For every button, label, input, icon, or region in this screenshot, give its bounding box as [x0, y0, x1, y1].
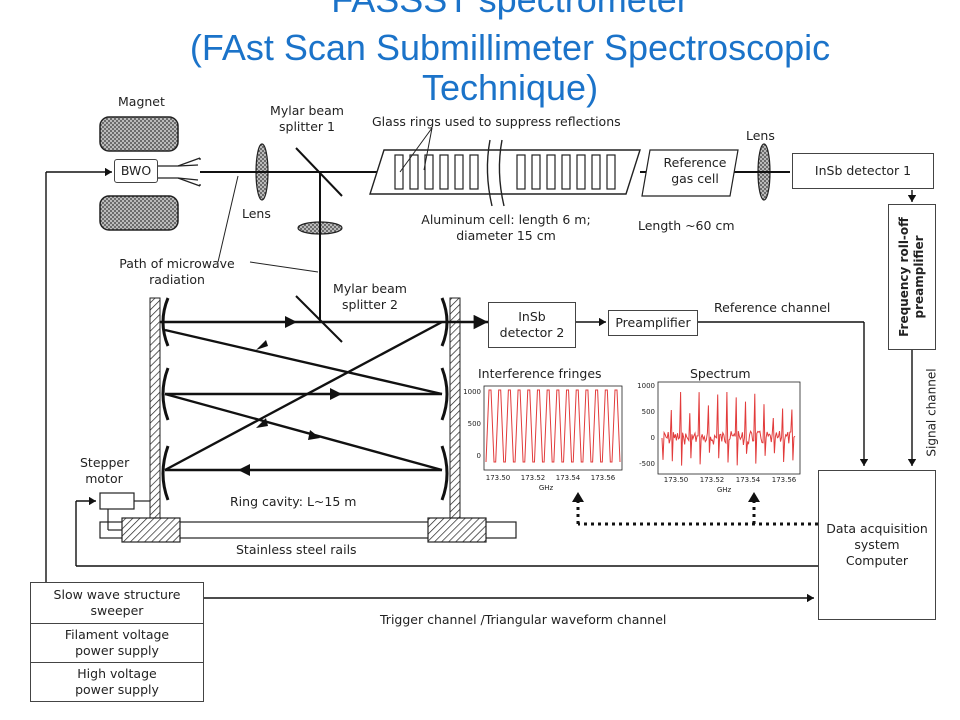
reference-channel-label: Reference channel [714, 300, 831, 315]
insb-detector-2: InSb detector 2 [488, 302, 576, 348]
fringes-x-tick: 173.50 [486, 474, 511, 482]
spectrum-x-unit: GHz [717, 486, 732, 494]
high-voltage-line1: High voltage [77, 666, 157, 681]
spectrum-y-tick: 1000 [637, 382, 655, 390]
spectrum-y-tick: -500 [639, 460, 655, 468]
title-line-3: Technique) [421, 67, 599, 108]
data-acquisition-box: Data acquisition system Computer [818, 470, 936, 620]
slow-wave-line2: sweeper [90, 603, 144, 618]
interference-fringes-label: Interference fringes [478, 366, 602, 381]
data-acquisition-line3: Computer [845, 553, 909, 568]
mylar-splitter-2-label: Mylar beam splitter 2 [330, 281, 410, 313]
preamplifier-box: Preamplifier [608, 310, 698, 336]
slow-wave-sweeper-box: Slow wave structure sweeper [30, 582, 204, 624]
frequency-rolloff-preamp-box: Frequency roll-off preamplifier [888, 204, 936, 350]
trigger-channel-label: Trigger channel /Triangular waveform cha… [380, 612, 667, 627]
data-acquisition-line2: system [854, 537, 900, 552]
filament-line1: Filament voltage [64, 627, 170, 642]
fringes-x-tick: 173.52 [521, 474, 546, 482]
cavity-wall-left [149, 297, 161, 521]
insb-detector-1: InSb detector 1 [792, 153, 934, 189]
high-voltage-box: High voltage power supply [30, 662, 204, 702]
insb-detector-2-line1: InSb [518, 309, 546, 324]
fringes-y-tick: 0 [477, 452, 481, 460]
aluminum-cell-line1: Aluminum cell: length 6 m; [421, 212, 591, 227]
aluminum-cell [369, 149, 641, 195]
spectrum-x-tick: 173.52 [700, 476, 725, 484]
signal-channel-label: Signal channel [924, 368, 939, 457]
mylar-splitter-2-line2: splitter 2 [342, 297, 398, 312]
frequency-rolloff-text: Frequency roll-off preamplifier [897, 217, 927, 337]
reference-gas-cell-line1: Reference [663, 155, 727, 170]
title-line-1: FASSST spectrometer [130, 0, 890, 20]
magnet-label: Magnet [118, 94, 165, 109]
fringes-x-unit: GHz [539, 484, 554, 492]
stepper-motor [99, 492, 135, 510]
stepper-motor-line1: Stepper [80, 455, 130, 470]
path-of-microwave-line2: radiation [149, 272, 205, 287]
spectrum-x-tick: 173.56 [772, 476, 797, 484]
stepper-motor-label: Stepper motor [80, 455, 130, 487]
mylar-splitter-2-line1: Mylar beam [333, 281, 407, 296]
spectrum-trace [661, 391, 796, 466]
glass-rings-label: Glass rings used to suppress reflections [372, 114, 621, 129]
mylar-splitter-2 [295, 295, 343, 343]
frequency-rolloff-line2: preamplifier [912, 235, 926, 319]
lens-left-label: Lens [242, 206, 271, 221]
bwo-box: BWO [114, 159, 158, 183]
stainless-rails-label: Stainless steel rails [236, 542, 357, 557]
path-of-microwave-label: Path of microwave radiation [112, 256, 242, 288]
fringes-trace [485, 389, 621, 463]
mylar-splitter-1-label: Mylar beam splitter 1 [262, 103, 352, 135]
reference-gas-cell-line2: gas cell [671, 171, 719, 186]
reference-gas-cell-shape [641, 149, 739, 197]
mylar-splitter-1-line1: Mylar beam [270, 103, 344, 118]
spectrum-label: Spectrum [690, 366, 751, 381]
slow-wave-line1: Slow wave structure [53, 587, 181, 602]
glass-rings [394, 154, 616, 190]
title-line-2: (FAst Scan Submillimeter Spectroscopic [189, 27, 831, 68]
bwo-horn [157, 157, 201, 187]
cavity-wall-right [449, 297, 461, 521]
high-voltage-line2: power supply [75, 682, 159, 697]
filament-voltage-box: Filament voltage power supply [30, 623, 204, 663]
ring-cavity-label: Ring cavity: L~15 m [230, 494, 357, 509]
fringes-y-tick: 500 [468, 420, 481, 428]
aluminum-cell-label: Aluminum cell: length 6 m; diameter 15 c… [418, 212, 594, 244]
insb-detector-2-line2: detector 2 [499, 325, 565, 340]
spectrum-x-tick: 173.54 [736, 476, 761, 484]
spectrum-x-tick: 173.50 [664, 476, 689, 484]
magnet-bottom [99, 195, 179, 231]
stepper-motor-line2: motor [85, 471, 123, 486]
spectrum-y-tick: 500 [642, 408, 655, 416]
fringes-x-tick: 173.56 [591, 474, 616, 482]
magnet-top [99, 116, 179, 152]
path-of-microwave-line1: Path of microwave [119, 256, 235, 271]
fringes-y-tick: 1000 [463, 388, 481, 396]
data-acquisition-line1: Data acquisition [826, 521, 928, 536]
spectrum-y-tick: 0 [651, 434, 655, 442]
mylar-splitter-1-line2: splitter 1 [279, 119, 335, 134]
filament-line2: power supply [75, 643, 159, 658]
fringes-x-tick: 173.54 [556, 474, 581, 482]
length-label: Length ~60 cm [638, 218, 735, 233]
reference-gas-cell-label: Reference gas cell [656, 155, 734, 187]
aluminum-cell-line2: diameter 15 cm [456, 228, 556, 243]
frequency-rolloff-line1: Frequency roll-off [897, 217, 911, 337]
lens-right-label: Lens [746, 128, 775, 143]
stainless-rail [99, 521, 517, 539]
